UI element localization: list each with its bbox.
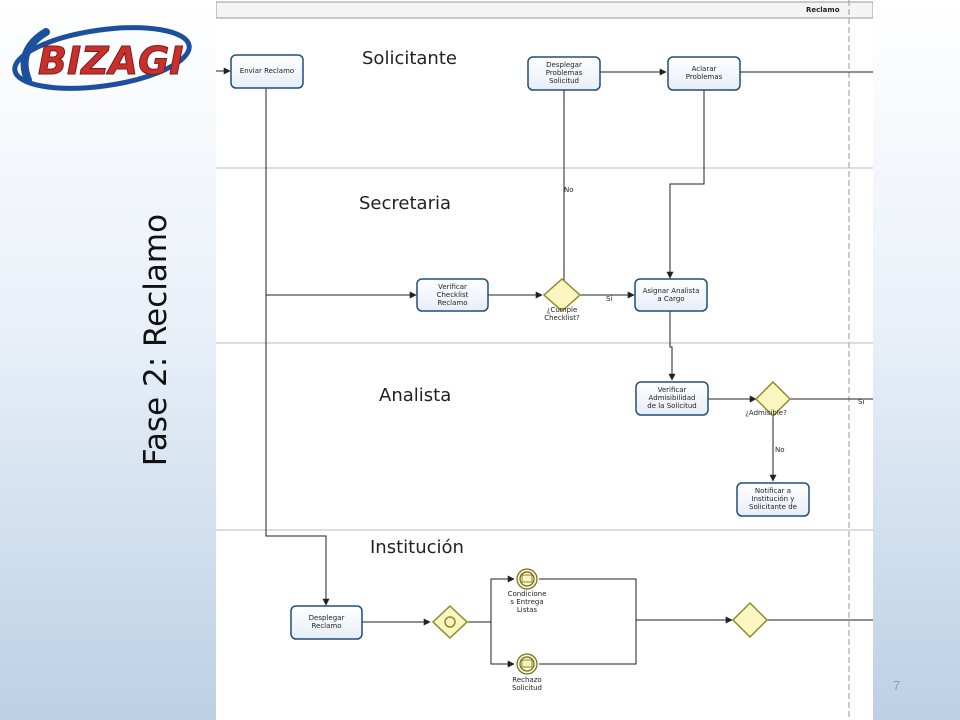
flow-no-label-2: No: [775, 446, 785, 454]
task-desplegar-reclamo-label: Desplegar Reclamo: [308, 614, 345, 630]
flow-si-label: Si: [606, 295, 613, 303]
task-aclarar-problemas: [667, 56, 741, 91]
flow-split-bottom: [490, 622, 515, 668]
gateways: [431, 277, 792, 640]
svg-text:BIZAGI: BIZAGI: [38, 39, 183, 83]
flow-join-top: [539, 578, 637, 620]
task-notificar-label: Notificar a Institución y Solicitante de: [749, 487, 797, 511]
flow-asignar-verificar: [668, 311, 676, 381]
flow-aclarar-asignar: [666, 88, 705, 279]
pool-frame: [216, 0, 873, 720]
lane-secretaria: Secretaria: [359, 193, 451, 214]
flow-split-top: [467, 575, 515, 623]
gateway-cumple-label: ¿Cumple Checklist?: [544, 306, 580, 322]
gateway-admisible: [754, 380, 792, 418]
task-aclarar-problemas-label: Aclarar Problemas: [685, 65, 723, 81]
flow-join-bottom: [539, 620, 637, 665]
lane-institucion: Institución: [370, 537, 464, 558]
flow-si-label-2: Si: [858, 398, 865, 406]
event-condiciones-label: Condicione s Entrega Listas: [507, 590, 547, 614]
task-verificar-admisibilidad: [635, 381, 709, 416]
process-diagram: Reclamo Solicitante Secretaria Analista …: [216, 0, 873, 720]
task-verificar-checklist: [416, 278, 489, 312]
task-desplegar-reclamo: [290, 605, 363, 640]
page-number: 7: [893, 678, 901, 693]
lane-analista: Analista: [379, 385, 452, 406]
gateway-admisible-label: ¿Admisible?: [745, 409, 787, 417]
gateway-parallel-marker: [444, 616, 456, 628]
task-verificar-admisibilidad-label: Verificar Admisibilidad de la Solicitud: [647, 386, 697, 410]
task-notificar: [736, 482, 810, 517]
intermediate-events: [516, 568, 538, 675]
event-rechazo-label: Rechazo Solicitud: [511, 676, 543, 692]
pool-label: Reclamo: [806, 6, 840, 14]
gateway-join: [731, 601, 769, 639]
lane-solicitante: Solicitante: [362, 48, 457, 69]
flow-enviar-checklist: [265, 88, 417, 299]
task-desplegar-problemas-label: Desplegar Problemas Solicitud: [545, 61, 583, 85]
gateway-cumple-checklist: [542, 277, 582, 313]
slide-title: Fase 2: Reclamo: [138, 213, 174, 467]
task-enviar-reclamo: [230, 54, 304, 89]
task-verificar-checklist-label: Verificar Checklist Reclamo: [436, 283, 469, 307]
tasks: [230, 54, 810, 640]
flow-enviar-desplegar-reclamo: [265, 295, 330, 606]
flow-no-label: No: [564, 186, 574, 194]
task-desplegar-problemas: [527, 56, 601, 91]
task-asignar-analista-label: Asignar Analista a Cargo: [642, 287, 700, 303]
sequence-flows: [216, 67, 873, 668]
gateway-parallel: [431, 604, 469, 640]
bizagi-logo: BIZAGI: [12, 25, 192, 91]
task-asignar-analista: [634, 278, 708, 312]
task-enviar-reclamo-label: Enviar Reclamo: [239, 67, 295, 75]
